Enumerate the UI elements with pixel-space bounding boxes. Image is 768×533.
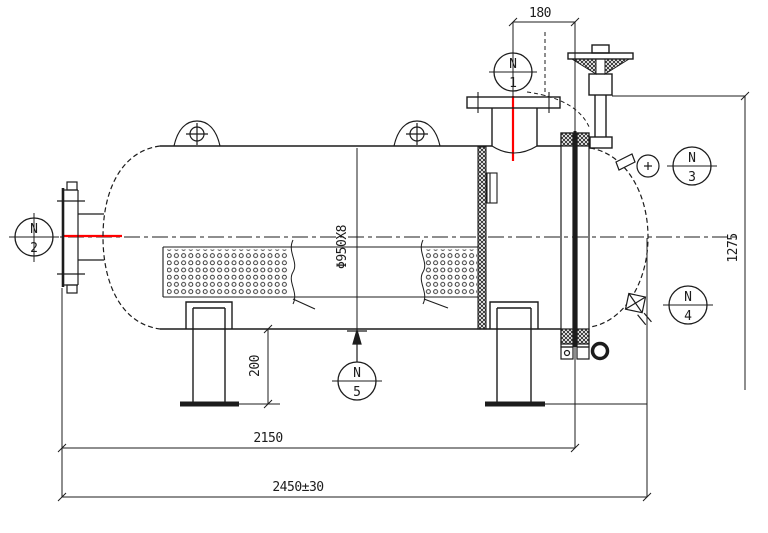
handwheel bbox=[567, 52, 634, 60]
davit-ring bbox=[590, 341, 610, 361]
davit-swing-arc bbox=[526, 32, 591, 130]
balloon-n5-number: 5 bbox=[353, 385, 361, 400]
handwheel-spoke-left bbox=[570, 58, 597, 75]
dimension-2150: 2150 bbox=[57, 431, 580, 453]
nozzle-n3 bbox=[615, 153, 660, 178]
dimension-180: 180 bbox=[508, 6, 580, 448]
saddle-right bbox=[485, 301, 545, 407]
hole-pattern-right bbox=[424, 249, 477, 295]
right-head bbox=[589, 147, 649, 328]
nozzle-n4 bbox=[624, 292, 652, 326]
hole-pattern-left bbox=[167, 249, 289, 295]
dimension-1275: 1275 bbox=[612, 91, 750, 390]
dim-2150-text: 2150 bbox=[253, 431, 282, 446]
balloon-n2-letter: N bbox=[30, 222, 38, 237]
nozzle-n1 bbox=[466, 92, 561, 154]
nozzle-n5-leader bbox=[347, 327, 367, 362]
valve-body bbox=[588, 73, 613, 96]
dim-180-text: 180 bbox=[529, 6, 551, 21]
left-head bbox=[102, 145, 161, 330]
nozzle-n2 bbox=[57, 181, 104, 294]
lifting-lug-right bbox=[393, 120, 441, 147]
balloon-n4-letter: N bbox=[684, 290, 692, 305]
balloon-n3: N 3 bbox=[667, 146, 717, 186]
dimension-2450: 2450±30 bbox=[57, 238, 652, 502]
dim-2450-text: 2450±30 bbox=[272, 480, 323, 495]
dim-1275-text: 1275 bbox=[726, 233, 741, 262]
lifting-lug-left bbox=[173, 120, 221, 147]
shell-spec-label: Φ950X8 bbox=[335, 225, 350, 269]
balloon-n2-number: 2 bbox=[30, 241, 38, 256]
balloon-n3-number: 3 bbox=[688, 170, 696, 185]
break-line-left bbox=[290, 239, 296, 305]
break-line-right bbox=[420, 239, 426, 305]
tubesheet-bracket bbox=[486, 172, 498, 204]
tubesheet bbox=[477, 146, 498, 330]
dimension-200: 200 bbox=[233, 324, 290, 409]
leader-left bbox=[292, 298, 316, 310]
handwheel-spoke-right bbox=[604, 58, 631, 75]
perforated-internal bbox=[162, 239, 478, 310]
balloon-n4-number: 4 bbox=[684, 309, 692, 324]
saddle-left bbox=[180, 301, 239, 407]
vent-valve bbox=[567, 44, 634, 149]
dim-200-text: 200 bbox=[248, 355, 263, 377]
balloon-n3-letter: N bbox=[688, 151, 696, 166]
balloon-n5-letter: N bbox=[353, 366, 361, 381]
vessel-shell bbox=[102, 145, 649, 330]
red-centerline-accents bbox=[62, 96, 515, 238]
leader-right bbox=[423, 298, 449, 309]
balloon-n2: N 2 bbox=[9, 213, 59, 262]
balloon-n4: N 4 bbox=[663, 285, 713, 325]
balloon-n5: N 5 bbox=[332, 361, 382, 401]
